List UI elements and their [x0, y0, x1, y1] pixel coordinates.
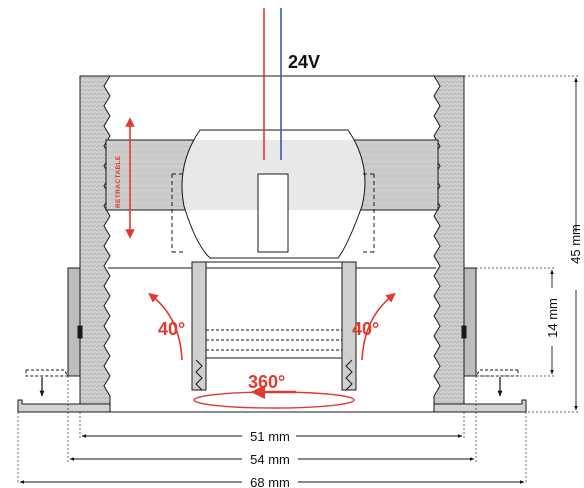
dimension-width-mid-label: 54 mm: [250, 452, 290, 467]
tilt-left-label: 40°: [158, 319, 185, 339]
dimension-width-inner: 51 mm: [81, 429, 463, 444]
spring-clips: [25, 267, 519, 397]
dimensions: 45 mm 14 mm 51 mm 54 mm 68 mm: [19, 77, 583, 488]
extension-lines: [17, 75, 578, 484]
dimension-height-bezel-label: 14 mm: [545, 298, 560, 338]
tilt-arrow-icon: [361, 293, 396, 361]
dimension-width-outer: 68 mm: [19, 475, 525, 488]
housing-right-wall: [433, 75, 465, 413]
lamp-holder: [191, 261, 357, 391]
tilt-right-label: 40°: [352, 319, 379, 339]
retractable-label: RETRACTABLE: [115, 155, 122, 208]
housing-left-wall: [79, 75, 111, 413]
rotation-label: 360°: [248, 372, 285, 392]
dimension-width-outer-label: 68 mm: [250, 475, 290, 488]
housing: [79, 75, 465, 413]
tilt-annotations: 40° 40° 360°: [148, 293, 396, 409]
rotation-arrow-icon: [193, 384, 355, 409]
dimension-height-bezel: 14 mm: [545, 269, 560, 375]
dimension-height-total-label: 45 mm: [568, 224, 583, 264]
lamp-head: [171, 129, 375, 259]
dimension-height-total: 45 mm: [568, 77, 583, 411]
voltage-label: 24V: [288, 52, 320, 72]
dimension-width-mid: 54 mm: [69, 452, 475, 467]
dimension-width-inner-label: 51 mm: [250, 429, 290, 444]
tilt-arrow-icon: [148, 293, 183, 361]
power-wires: 24V: [263, 8, 320, 160]
